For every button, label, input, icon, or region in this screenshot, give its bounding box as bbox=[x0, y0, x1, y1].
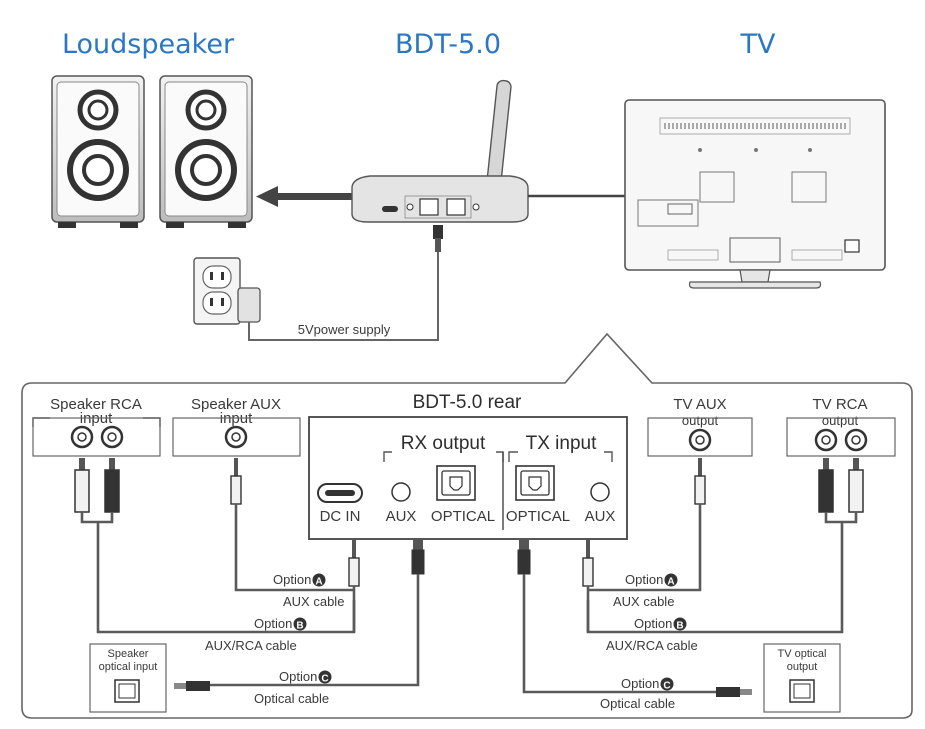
svg-text:AUX/RCA cable: AUX/RCA cable bbox=[606, 638, 698, 653]
svg-text:Option: Option bbox=[621, 676, 659, 691]
power-cable bbox=[248, 252, 439, 341]
speaker-rca-input: Speaker RCA input bbox=[32, 396, 161, 457]
rear-panel-title: BDT-5.0 rear bbox=[413, 392, 522, 413]
svg-text:Optical cable: Optical cable bbox=[254, 691, 329, 706]
loudspeaker-right bbox=[159, 75, 253, 228]
speaker-optical-input: Speaker optical input bbox=[89, 643, 167, 713]
svg-text:TV AUX: TV AUX bbox=[673, 396, 726, 413]
rx-group-label: RX output bbox=[401, 433, 486, 454]
tx-aux-plug bbox=[582, 540, 594, 632]
bdt-device bbox=[351, 79, 529, 252]
title-loudspeaker: Loudspeaker bbox=[62, 29, 235, 60]
rx-optical-label: OPTICAL bbox=[431, 508, 495, 525]
right-option-a: Option A AUX cable bbox=[613, 572, 678, 609]
svg-text:AUX/RCA cable: AUX/RCA cable bbox=[205, 638, 297, 653]
title-bdt: BDT-5.0 bbox=[395, 29, 501, 60]
svg-text:output: output bbox=[682, 413, 719, 428]
tx-group-label: TX input bbox=[526, 433, 597, 454]
svg-text:Speaker AUX: Speaker AUX bbox=[191, 396, 281, 413]
left-option-c: Option C Optical cable bbox=[254, 669, 332, 706]
right-option-b: Option B AUX/RCA cable bbox=[606, 616, 698, 653]
speaker-aux-input: Speaker AUX input bbox=[172, 396, 354, 592]
left-option-b: Option B AUX/RCA cable bbox=[205, 616, 307, 653]
rx-aux-plug bbox=[348, 540, 360, 632]
svg-text:optical input: optical input bbox=[99, 661, 158, 673]
svg-text:B: B bbox=[296, 621, 303, 632]
svg-text:TV RCA: TV RCA bbox=[812, 396, 867, 413]
svg-text:output: output bbox=[822, 413, 859, 428]
svg-text:Option: Option bbox=[625, 572, 663, 587]
svg-text:AUX cable: AUX cable bbox=[283, 594, 344, 609]
dc-in-label: DC IN bbox=[320, 508, 361, 525]
loudspeaker-left bbox=[51, 75, 145, 228]
wall-outlet bbox=[193, 257, 261, 325]
tx-aux-label: AUX bbox=[585, 508, 616, 525]
left-option-a: Option A AUX cable bbox=[273, 572, 344, 609]
svg-text:output: output bbox=[787, 661, 818, 673]
rear-panel: DC IN RX output AUX OPTICAL TX input OPT… bbox=[308, 416, 628, 540]
svg-text:Option: Option bbox=[273, 572, 311, 587]
svg-text:Speaker RCA: Speaker RCA bbox=[50, 396, 142, 413]
tv-aux-output: TV AUX output bbox=[588, 396, 753, 592]
svg-text:TV optical: TV optical bbox=[778, 648, 827, 660]
tx-optical-plug bbox=[517, 540, 752, 697]
svg-text:A: A bbox=[667, 577, 674, 588]
svg-text:Speaker: Speaker bbox=[108, 648, 149, 660]
power-label: 5Vpower supply bbox=[298, 322, 391, 337]
svg-text:B: B bbox=[676, 621, 683, 632]
svg-text:C: C bbox=[663, 681, 670, 692]
svg-text:Option: Option bbox=[254, 616, 292, 631]
tv-optical-output: TV optical output bbox=[763, 643, 841, 713]
rear-callout-frame bbox=[21, 332, 913, 719]
svg-text:Option: Option bbox=[634, 616, 672, 631]
tx-optical-label: OPTICAL bbox=[506, 508, 570, 525]
rx-optical-plug bbox=[174, 540, 425, 691]
svg-text:Optical cable: Optical cable bbox=[600, 696, 675, 711]
svg-text:A: A bbox=[315, 577, 322, 588]
title-tv: TV bbox=[740, 29, 776, 60]
rx-aux-label: AUX bbox=[386, 508, 417, 525]
tv-device bbox=[624, 99, 886, 289]
right-option-c: Option C Optical cable bbox=[600, 676, 675, 711]
svg-text:C: C bbox=[321, 674, 328, 685]
svg-text:AUX cable: AUX cable bbox=[613, 594, 674, 609]
arrow-to-speakers bbox=[256, 186, 352, 207]
svg-text:Option: Option bbox=[279, 669, 317, 684]
